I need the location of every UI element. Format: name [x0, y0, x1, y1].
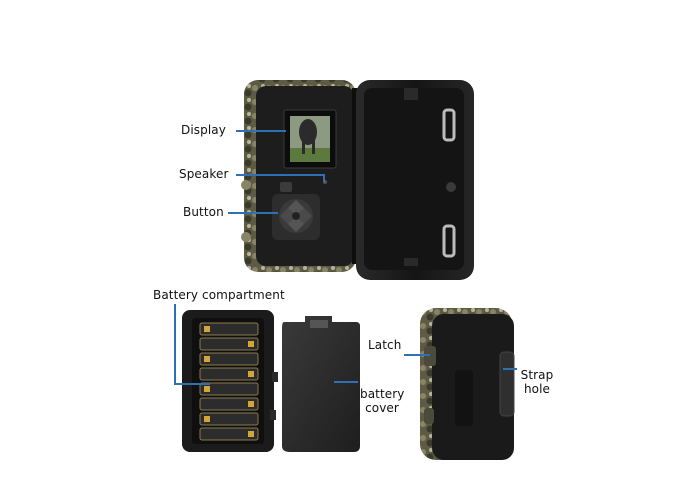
strap-hole-leader-line	[503, 368, 517, 370]
battery-cover-label: battery cover	[360, 387, 404, 415]
latch-leader-line	[404, 354, 430, 356]
battery-cover-leader-line	[334, 381, 358, 383]
battery-compartment-label: Battery compartment	[153, 288, 285, 302]
battery-compartment-leader-h	[174, 383, 210, 385]
strap-hole-label-line2: hole	[523, 382, 551, 396]
battery-cover-label-line1: battery	[360, 387, 405, 401]
button-leader-line	[228, 212, 278, 214]
control-buttons	[272, 194, 320, 240]
strap-hole-label-line1: Strap	[520, 368, 554, 382]
latch-label: Latch	[368, 338, 402, 352]
speaker-leader-drop	[323, 174, 325, 182]
display-label: Display	[181, 123, 226, 137]
battery-cover	[282, 316, 360, 452]
speaker-label: Speaker	[179, 167, 229, 181]
open-camera-top	[241, 80, 474, 280]
closed-camera-side	[420, 308, 515, 460]
display-leader-line	[236, 130, 286, 132]
battery-compartment	[182, 310, 278, 452]
battery-cover-label-line2: cover	[365, 401, 399, 415]
strap-hole-label: Strap hole	[517, 368, 557, 396]
display-screen	[283, 109, 337, 169]
button-label: Button	[183, 205, 224, 219]
speaker-leader-line	[236, 174, 324, 176]
battery-compartment-leader-v	[174, 304, 176, 384]
